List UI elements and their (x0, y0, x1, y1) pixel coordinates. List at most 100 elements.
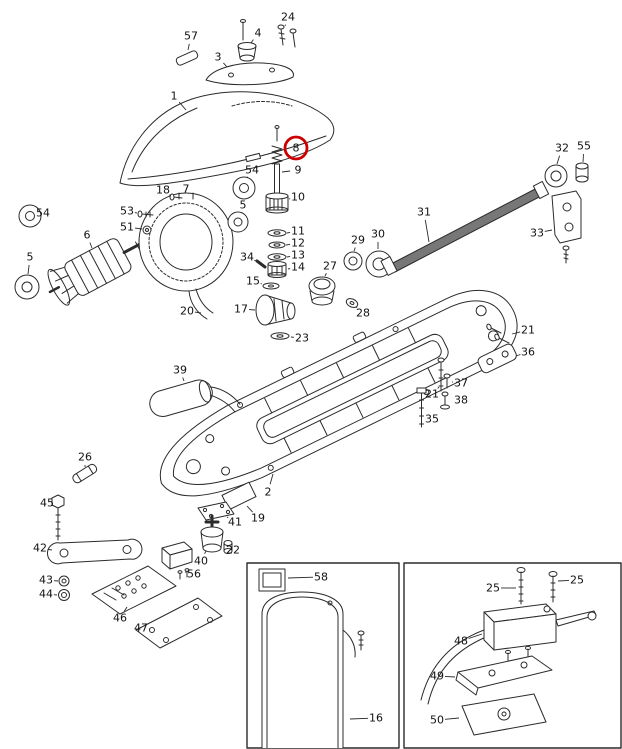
part-label-20: 20 (180, 305, 194, 318)
part-label-14: 14 (291, 261, 305, 274)
leader-line-20 (194, 311, 202, 314)
leader-line-31 (424, 219, 430, 243)
washer-28-part (345, 298, 359, 308)
leader-line-11 (286, 231, 291, 234)
part-label-5: 5 (240, 199, 247, 212)
leader-line-19 (246, 505, 253, 513)
part-label-56: 56 (187, 568, 201, 581)
leader-line-41 (226, 516, 229, 519)
part-label-57: 57 (184, 30, 198, 43)
plate-47-part (135, 597, 223, 649)
seal-22-part (223, 540, 233, 554)
spring-8-part (271, 145, 283, 165)
part-label-36: 36 (521, 346, 535, 359)
plate-36-part (477, 343, 517, 374)
part-label-29: 29 (351, 234, 365, 247)
highlight-circle-part-8 (283, 135, 309, 161)
shaft-9-part (274, 163, 280, 195)
part-label-3: 3 (215, 51, 222, 64)
part-label-11: 11 (291, 225, 305, 238)
gear-14-part (267, 261, 287, 278)
part-label-25: 25 (486, 582, 500, 595)
part-label-18: 18 (156, 184, 170, 197)
part-label-25: 25 (570, 574, 584, 587)
part-label-51: 51 (120, 221, 134, 234)
top-cover-shell-1 (119, 91, 335, 187)
screw-38-part (440, 391, 450, 410)
leader-line-4 (250, 39, 254, 44)
leader-line-2 (269, 473, 274, 485)
part-label-13: 13 (291, 249, 305, 262)
part-label-42: 42 (33, 542, 47, 555)
part-label-16: 16 (369, 712, 383, 725)
leader-line-21 (511, 331, 521, 335)
leader-line-33 (544, 229, 553, 232)
part-label-48: 48 (454, 635, 468, 648)
leader-line-36 (515, 354, 521, 357)
part-label-27: 27 (323, 260, 337, 273)
screw-37-part (443, 373, 451, 389)
part-label-21: 21 (425, 388, 439, 401)
part-label-54: 54 (245, 164, 259, 177)
leader-line-54 (246, 176, 249, 179)
leader-line-3 (223, 62, 228, 68)
part-label-24: 24 (281, 11, 295, 24)
leader-line-6 (89, 242, 93, 249)
screws-21-right-part (486, 323, 510, 344)
washer-43-part (58, 575, 70, 587)
part-label-39: 39 (173, 364, 187, 377)
leader-line-15 (260, 283, 263, 285)
block-56-part (161, 541, 193, 580)
bearing-54-mid-part (232, 176, 256, 200)
part-label-21: 21 (521, 324, 535, 337)
part-label-15: 15 (246, 275, 260, 288)
housing-base-2-part (159, 289, 518, 497)
part-label-10: 10 (291, 191, 305, 204)
leader-line-57 (187, 43, 190, 51)
washer-11-part (267, 229, 287, 237)
leader-line-32 (556, 155, 561, 165)
pin-26-part (72, 463, 98, 484)
part-label-22: 22 (226, 544, 240, 557)
part-label-4: 4 (255, 27, 262, 40)
bracket-33-part (551, 190, 582, 264)
part-label-5: 5 (27, 251, 34, 264)
leader-line-48 (468, 633, 483, 639)
part-label-44: 44 (39, 588, 53, 601)
pin-57-part (175, 50, 199, 66)
leader-line-50 (444, 717, 460, 720)
leader-line-40 (204, 550, 207, 555)
part-label-43: 43 (39, 574, 53, 587)
leader-line-24 (284, 24, 286, 27)
leader-line-18 (169, 194, 172, 197)
bushing-55-part (575, 162, 589, 183)
part-label-12: 12 (291, 237, 305, 250)
ring-29-part (343, 251, 363, 271)
bevel-gear-17-part (255, 294, 296, 326)
leader-line-16 (349, 717, 369, 720)
washer-51-part (142, 225, 152, 235)
part-label-38: 38 (454, 394, 468, 407)
leader-line-42 (47, 548, 53, 551)
leader-line-58 (287, 576, 314, 579)
leader-line-9 (281, 170, 291, 173)
rotor-6-part (47, 238, 146, 306)
nut-44-part (58, 589, 70, 601)
part-label-8: 8 (293, 142, 300, 155)
arm-42-part (46, 538, 143, 565)
part-label-6: 6 (84, 229, 91, 242)
leader-line-1 (178, 101, 187, 111)
part-label-19: 19 (251, 512, 265, 525)
cap-4-part (237, 19, 257, 62)
screws-24-part (277, 24, 297, 48)
bolt-35-part (416, 387, 427, 428)
mount-bracket-3-part (205, 62, 294, 86)
bearing-32-part (544, 164, 568, 188)
part-label-17: 17 (234, 303, 248, 316)
part-label-32: 32 (555, 142, 569, 155)
part-label-31: 31 (417, 206, 431, 219)
screw-53-part (137, 210, 154, 218)
part-label-49: 49 (430, 670, 444, 683)
leader-line-51 (134, 227, 143, 230)
